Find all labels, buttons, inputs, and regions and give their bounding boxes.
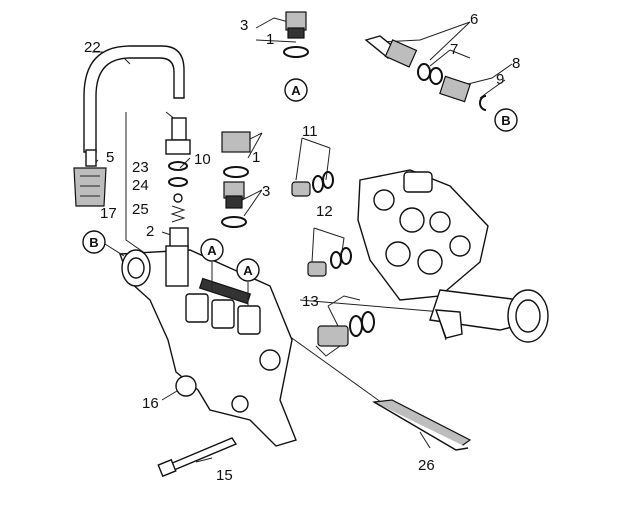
connector-a-mid1: A (200, 238, 224, 290)
callout-15: 15 (216, 467, 233, 484)
unloader-13 (315, 311, 375, 357)
seals-12 (307, 247, 352, 277)
hose-22 (83, 45, 185, 153)
callout-3-top: 3 (240, 17, 248, 34)
connector-b-right: B (494, 108, 518, 132)
svg-text:B: B (501, 113, 510, 128)
callout-7: 7 (450, 41, 458, 58)
callout-5: 5 (106, 149, 114, 166)
callout-10: 10 (194, 151, 211, 168)
callout-3-mid: 3 (262, 183, 270, 200)
callout-6: 6 (470, 11, 478, 28)
callout-23: 23 (132, 159, 149, 176)
svg-text:B: B (89, 235, 98, 250)
connector-a-mid2: A (236, 258, 260, 306)
svg-text:A: A (291, 83, 301, 98)
valve-mid-3 (221, 181, 247, 228)
fitting-6-7 (364, 35, 443, 85)
callout-9: 9 (496, 71, 504, 88)
callout-1-top: 1 (266, 31, 274, 48)
callout-labels: 22 3 1 6 7 8 9 1 10 3 11 12 13 5 23 24 1… (84, 11, 520, 484)
connector-a-top: A (284, 78, 308, 102)
valve-top-3 (283, 11, 309, 58)
fitting-8-9 (439, 75, 487, 111)
callout-1-mid: 1 (252, 149, 260, 166)
check-valve-stack (168, 161, 189, 249)
hose-fitting (165, 117, 191, 155)
callout-8: 8 (512, 55, 520, 72)
pump-manifold (357, 169, 549, 343)
connector-b-left: B (82, 230, 125, 257)
callout-16: 16 (142, 395, 159, 412)
valve-10 (221, 131, 251, 178)
seals-11 (291, 171, 334, 197)
callout-24: 24 (132, 177, 149, 194)
label-plate-26 (372, 399, 472, 451)
callout-17: 17 (100, 205, 117, 222)
callout-2: 2 (146, 223, 154, 240)
filter-cup-5 (73, 149, 107, 207)
callout-13: 13 (302, 293, 319, 310)
callout-22: 22 (84, 39, 101, 56)
svg-text:A: A (207, 243, 217, 258)
bolt-15 (157, 437, 238, 478)
callout-25: 25 (132, 201, 149, 218)
callout-11: 11 (302, 123, 318, 140)
callout-26: 26 (418, 457, 435, 474)
svg-text:A: A (243, 263, 253, 278)
callout-12: 12 (316, 203, 333, 220)
pump-head-body (119, 245, 297, 447)
